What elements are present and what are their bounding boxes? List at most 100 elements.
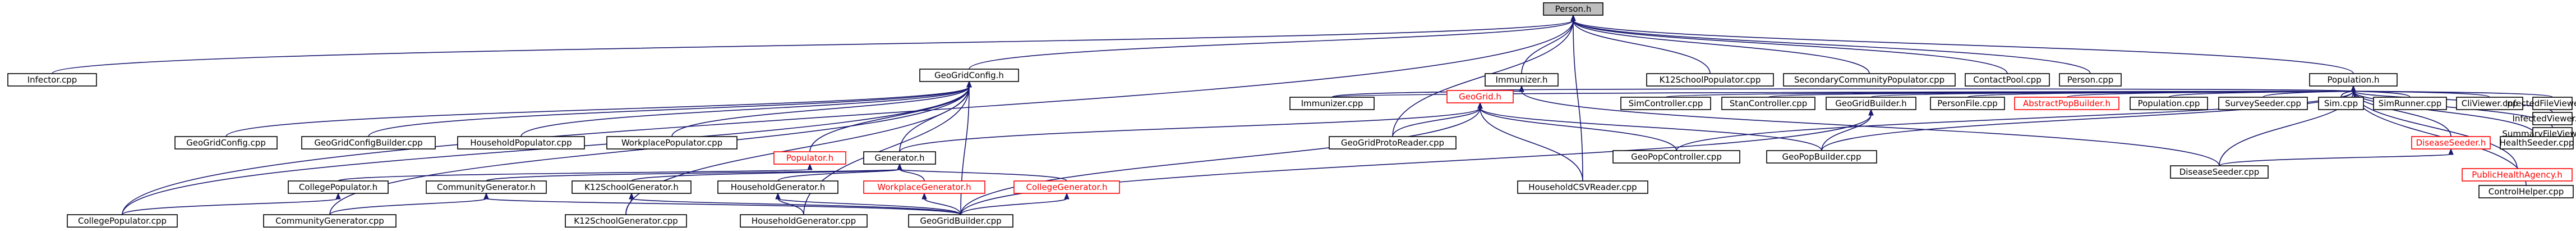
- node-cliviewer-cpp[interactable]: CliViewer.cpp: [2456, 97, 2523, 110]
- node-box[interactable]: [2462, 168, 2573, 182]
- node-box[interactable]: [2373, 97, 2447, 110]
- node-box[interactable]: [1543, 2, 1603, 16]
- node-box[interactable]: [2532, 112, 2573, 125]
- node-geogridconfigbuilder-cpp[interactable]: GeoGridConfigBuilder.cpp: [301, 136, 436, 150]
- node-immunizer-cpp[interactable]: Immunizer.cpp: [1289, 97, 1375, 110]
- node-geogridprotoreader-cpp[interactable]: GeoGridProtoReader.cpp: [1329, 136, 1457, 150]
- node-box[interactable]: [1721, 97, 1815, 110]
- node-box[interactable]: [1965, 73, 2050, 87]
- node-immunizer-h[interactable]: Immunizer.h: [1485, 73, 1559, 87]
- node-stancontroller-cpp[interactable]: StanController.cpp: [1721, 97, 1815, 110]
- node-box[interactable]: [863, 180, 985, 194]
- node-householdgenerator-h[interactable]: HouseholdGenerator.h: [717, 180, 838, 194]
- node-population-cpp[interactable]: Population.cpp: [2130, 97, 2208, 110]
- node-simcontroller-cpp[interactable]: SimController.cpp: [1620, 97, 1711, 110]
- node-box[interactable]: [717, 180, 838, 194]
- node-box[interactable]: [7, 73, 97, 87]
- node-box[interactable]: [919, 69, 1019, 82]
- node-label: HouseholdGenerator.cpp: [752, 216, 856, 226]
- node-box[interactable]: [2170, 165, 2269, 179]
- node-personfile-cpp[interactable]: PersonFile.cpp: [1930, 97, 2005, 110]
- node-box[interactable]: [2014, 97, 2119, 110]
- node-box[interactable]: [2059, 73, 2122, 87]
- node-geogridbuilder-cpp[interactable]: GeoGridBuilder.cpp: [908, 214, 1013, 228]
- node-box[interactable]: [1013, 180, 1120, 194]
- node-box[interactable]: [2309, 73, 2398, 87]
- node-householdcsvreader-cpp[interactable]: HouseholdCSVReader.cpp: [1517, 180, 1648, 194]
- node-geogridbuilder-h[interactable]: GeoGridBuilder.h: [1826, 97, 1916, 110]
- node-box[interactable]: [565, 214, 687, 228]
- node-controlhelper-cpp[interactable]: ControlHelper.cpp: [2478, 185, 2574, 198]
- node-box[interactable]: [1446, 90, 1514, 103]
- node-geopopbuilder-cpp[interactable]: GeoPopBuilder.cpp: [1766, 150, 1877, 164]
- node-box[interactable]: [773, 151, 846, 165]
- node-box[interactable]: [301, 136, 436, 150]
- arrow-head: [2351, 85, 2356, 92]
- node-box[interactable]: [1612, 150, 1740, 164]
- node-box[interactable]: [863, 151, 936, 165]
- node-diseaseseeder-h[interactable]: DiseaseSeeder.h: [2411, 136, 2491, 150]
- node-secondarycommunitypopulator-cpp[interactable]: SecondaryCommunityPopulator.cpp: [1783, 73, 1956, 87]
- node-householdgenerator-cpp[interactable]: HouseholdGenerator.cpp: [740, 214, 868, 228]
- node-box[interactable]: [2411, 136, 2491, 150]
- node-box[interactable]: [263, 214, 397, 228]
- node-abstractpopbuilder-h[interactable]: AbstractPopBuilder.h: [2014, 97, 2119, 110]
- node-generator-h[interactable]: Generator.h: [863, 151, 936, 165]
- node-person-h[interactable]: Person.h: [1543, 2, 1603, 16]
- node-box[interactable]: [2130, 97, 2208, 110]
- node-communitygenerator-h[interactable]: CommunityGenerator.h: [426, 180, 547, 194]
- node-population-h[interactable]: Population.h: [2309, 73, 2398, 87]
- node-k12schoolgenerator-h[interactable]: K12SchoolGenerator.h: [572, 180, 692, 194]
- node-diseaseseeder-cpp[interactable]: DiseaseSeeder.cpp: [2170, 165, 2269, 179]
- node-box[interactable]: [2218, 97, 2308, 110]
- node-surveyseeder-cpp[interactable]: SurveySeeder.cpp: [2218, 97, 2308, 110]
- node-collegepopulator-h[interactable]: CollegePopulator.h: [288, 180, 389, 194]
- node-box[interactable]: [1826, 97, 1916, 110]
- node-box[interactable]: [1517, 180, 1648, 194]
- node-infectedviewer-cpp[interactable]: InfectedViewer.cpp: [2513, 112, 2576, 125]
- node-geogrid-h[interactable]: GeoGrid.h: [1446, 90, 1514, 103]
- node-box[interactable]: [1485, 73, 1559, 87]
- node-box[interactable]: [1930, 97, 2005, 110]
- node-simrunner-cpp[interactable]: SimRunner.cpp: [2373, 97, 2447, 110]
- node-collegegenerator-h[interactable]: CollegeGenerator.h: [1013, 180, 1120, 194]
- node-k12schoolpopulator-cpp[interactable]: K12SchoolPopulator.cpp: [1646, 73, 1774, 87]
- node-publichealthagency-h[interactable]: PublicHealthAgency.h: [2462, 168, 2573, 182]
- node-healthseeder-cpp[interactable]: HealthSeeder.cpp: [2500, 136, 2574, 150]
- node-infectedfileviewer-cpp[interactable]: InfectedFileViewer.cpp: [2505, 97, 2576, 110]
- node-householdpopulator-cpp[interactable]: HouseholdPopulator.cpp: [457, 136, 585, 150]
- node-geogridconfig-h[interactable]: GeoGridConfig.h: [919, 69, 1019, 82]
- node-populator-h[interactable]: Populator.h: [773, 151, 846, 165]
- node-box[interactable]: [2500, 136, 2574, 150]
- node-box[interactable]: [1620, 97, 1711, 110]
- node-box[interactable]: [288, 180, 389, 194]
- node-box[interactable]: [908, 214, 1013, 228]
- node-box[interactable]: [457, 136, 585, 150]
- node-geogridconfig-cpp[interactable]: GeoGridConfig.cpp: [174, 136, 278, 150]
- node-collegepopulator-cpp[interactable]: CollegePopulator.cpp: [67, 214, 178, 228]
- node-box[interactable]: [1766, 150, 1877, 164]
- node-workplacegenerator-h[interactable]: WorkplaceGenerator.h: [863, 180, 985, 194]
- node-infector-cpp[interactable]: Infector.cpp: [7, 73, 97, 87]
- node-box[interactable]: [2456, 97, 2523, 110]
- node-geopopcontroller-cpp[interactable]: GeoPopController.cpp: [1612, 150, 1740, 164]
- node-contactpool-cpp[interactable]: ContactPool.cpp: [1965, 73, 2050, 87]
- node-box[interactable]: [1646, 73, 1774, 87]
- node-box[interactable]: [1289, 97, 1375, 110]
- node-box[interactable]: [1783, 73, 1956, 87]
- node-box[interactable]: [174, 136, 278, 150]
- node-box[interactable]: [2318, 97, 2364, 110]
- node-box[interactable]: [426, 180, 547, 194]
- node-communitygenerator-cpp[interactable]: CommunityGenerator.cpp: [263, 214, 397, 228]
- node-k12schoolgenerator-cpp[interactable]: K12SchoolGenerator.cpp: [565, 214, 687, 228]
- node-person-cpp[interactable]: Person.cpp: [2059, 73, 2122, 87]
- node-box[interactable]: [1329, 136, 1457, 150]
- node-box[interactable]: [67, 214, 178, 228]
- node-box[interactable]: [2532, 97, 2573, 110]
- node-box[interactable]: [606, 136, 738, 150]
- node-box[interactable]: [2478, 185, 2574, 198]
- node-box[interactable]: [572, 180, 692, 194]
- node-box[interactable]: [740, 214, 868, 228]
- node-workplacepopulator-cpp[interactable]: WorkplacePopulator.cpp: [606, 136, 738, 150]
- node-sim-cpp[interactable]: Sim.cpp: [2318, 97, 2364, 110]
